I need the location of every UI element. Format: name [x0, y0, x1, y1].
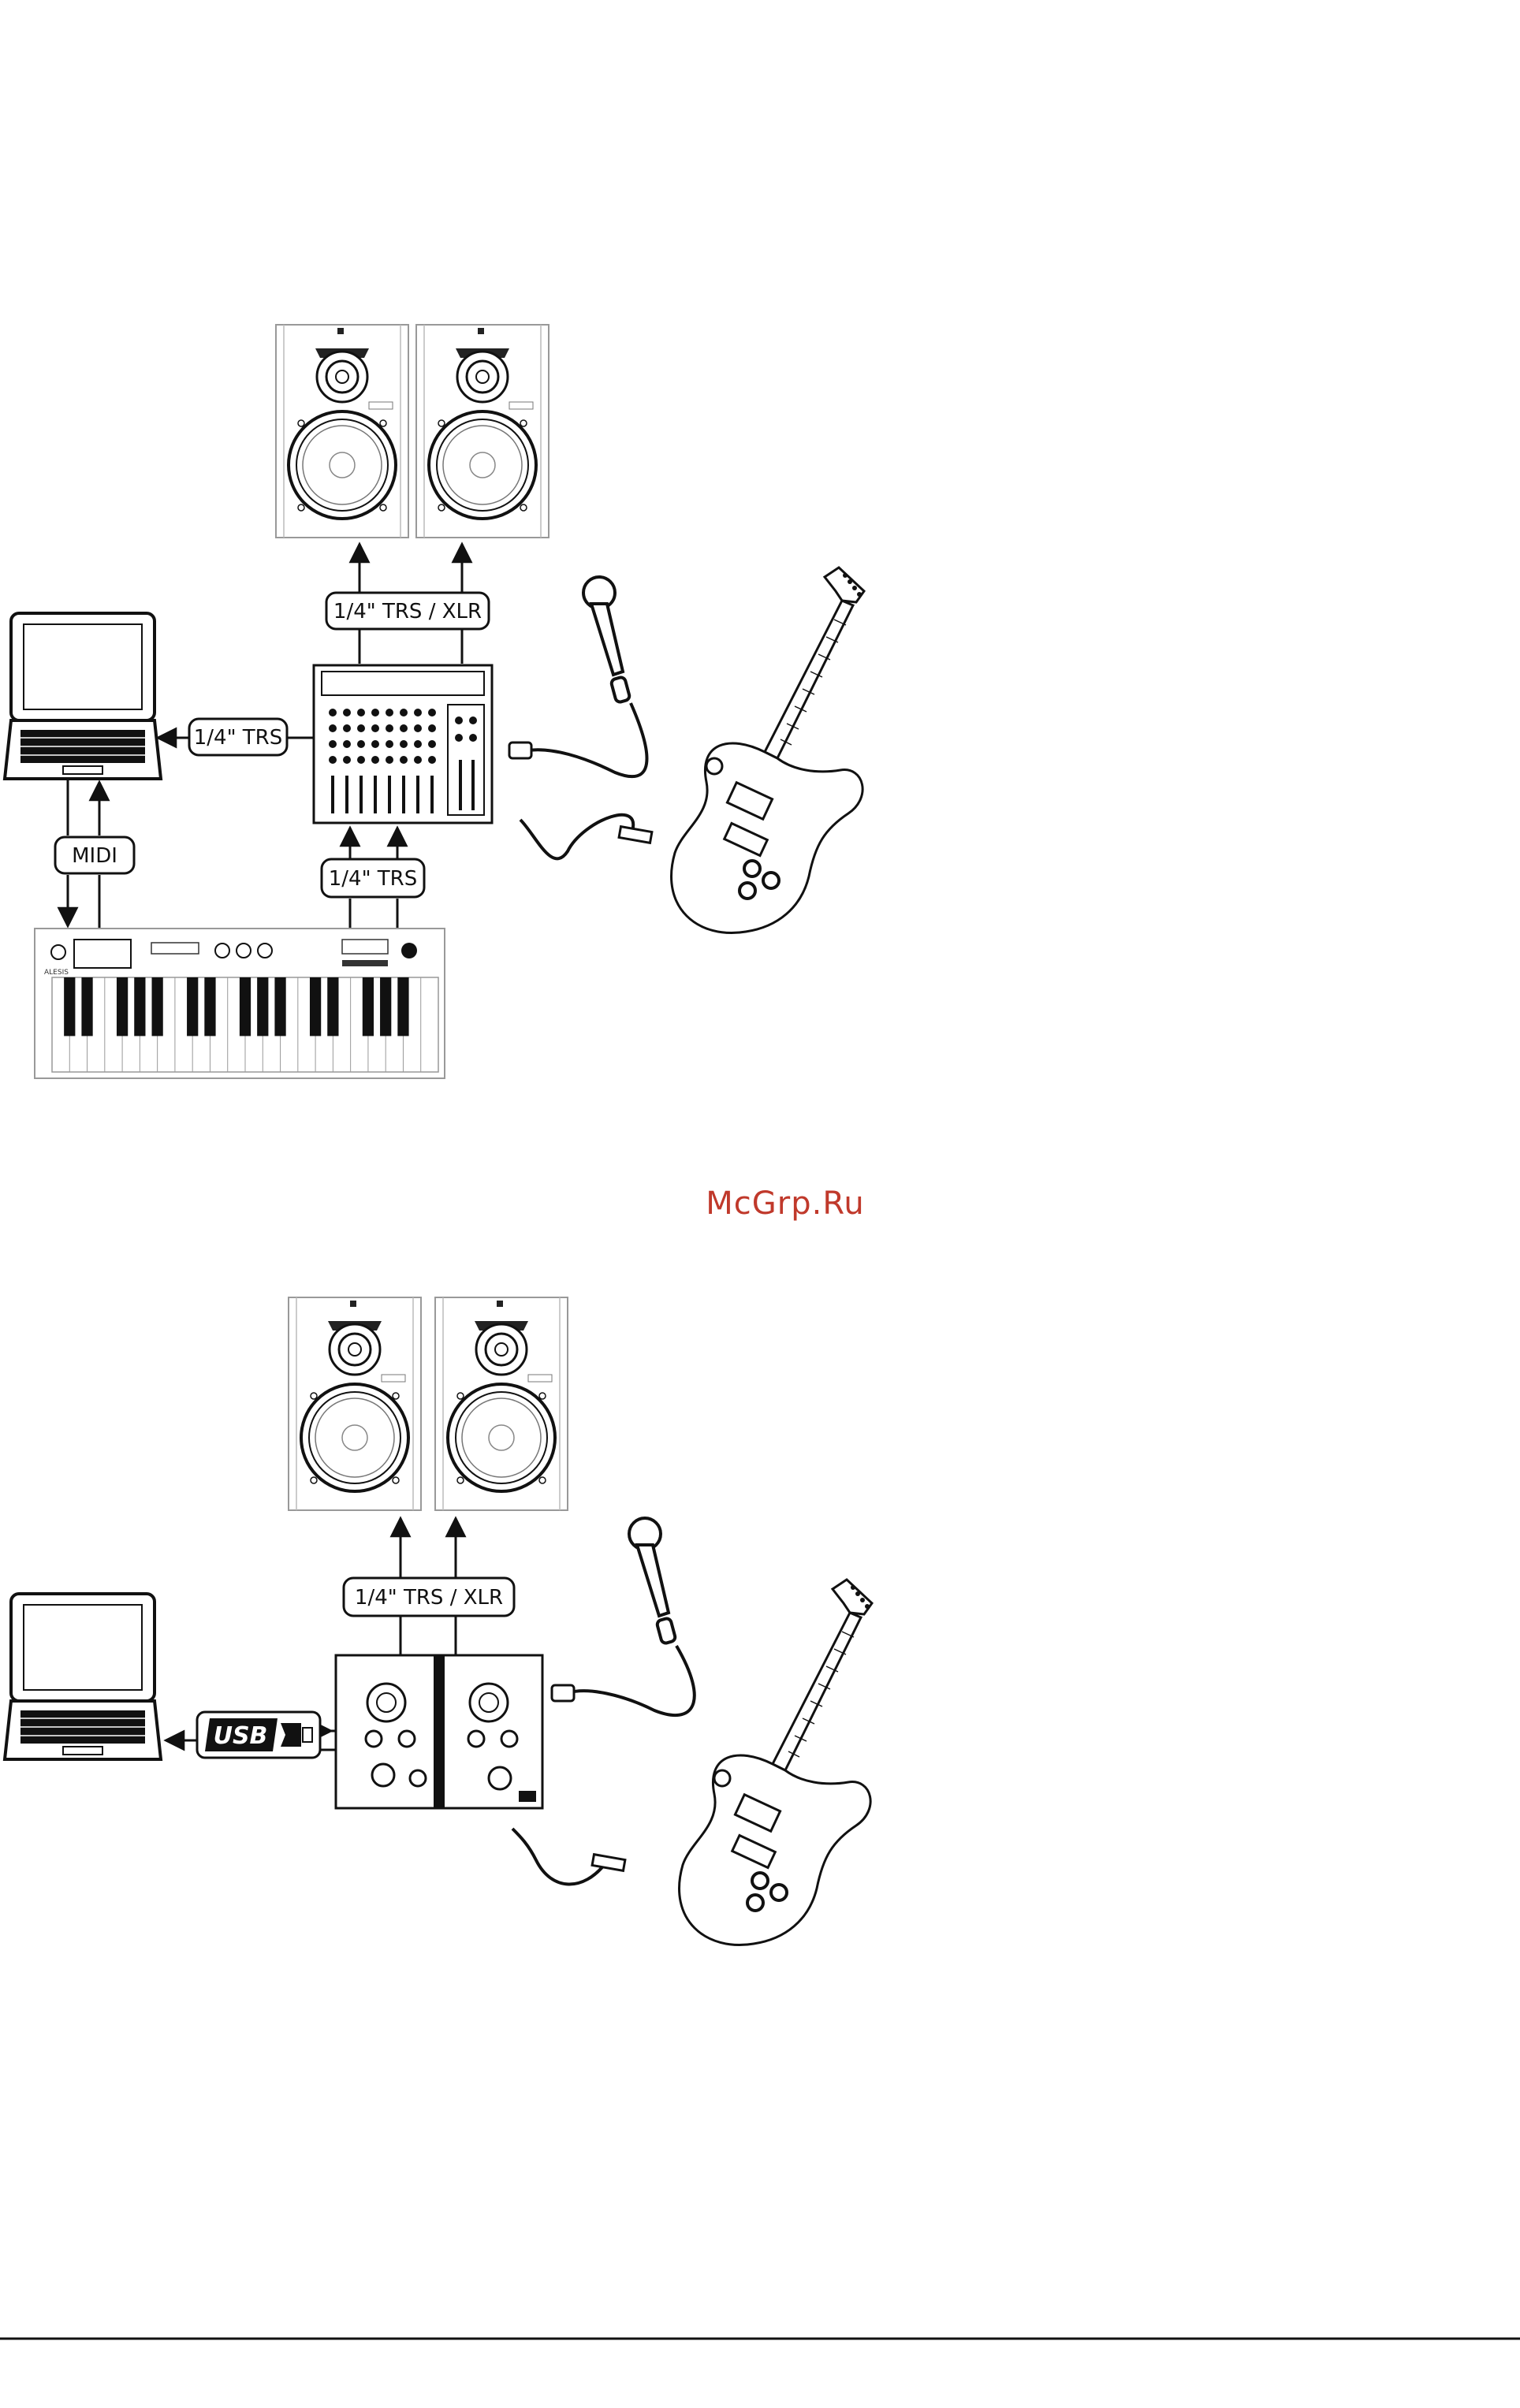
studio-monitor-right: [416, 325, 549, 538]
black-key: [187, 977, 198, 1036]
diagram-2: 1/4" TRS / XLR USB: [5, 1297, 872, 1945]
guitar-cable: [520, 815, 633, 859]
diagram-1: 1/4" TRS / XLR 1/4" TRS MIDI 1/4" TRS: [5, 325, 864, 1078]
watermark: McGrp.Ru: [706, 1185, 864, 1222]
laptop-computer-2: [5, 1594, 161, 1759]
keyboard-cable-label: 1/4" TRS: [329, 867, 418, 891]
studio-monitor-left-2: [289, 1297, 421, 1510]
laptop-computer: [5, 613, 161, 779]
midi-label: MIDI: [72, 844, 117, 868]
black-key: [327, 977, 338, 1036]
computer-cable-label: 1/4" TRS: [194, 726, 283, 750]
mixer: [314, 665, 492, 823]
black-key: [240, 977, 251, 1036]
monitor-cable-label: 1/4" TRS / XLR: [333, 600, 482, 623]
usb-label: USB: [214, 1722, 268, 1750]
black-key: [117, 977, 128, 1036]
black-key: [64, 977, 75, 1036]
black-key: [257, 977, 268, 1036]
black-key: [152, 977, 163, 1036]
black-key: [380, 977, 391, 1036]
guitar-cable-2: [512, 1829, 605, 1885]
studio-monitor-right-2: [435, 1297, 568, 1510]
black-key: [134, 977, 145, 1036]
black-key: [204, 977, 215, 1036]
electric-guitar-2: [680, 1580, 872, 1945]
black-key: [310, 977, 321, 1036]
electric-guitar: [672, 568, 864, 933]
black-key: [397, 977, 408, 1036]
microphone-cable: [528, 703, 646, 776]
monitor-cable-label-2: 1/4" TRS / XLR: [355, 1586, 503, 1610]
audio-interface: [336, 1655, 542, 1808]
microphone-2: [629, 1518, 676, 1644]
black-key: [363, 977, 374, 1036]
black-key: [274, 977, 285, 1036]
microphone: [583, 577, 631, 703]
microphone-cable-2: [568, 1646, 695, 1715]
studio-monitor-left: [276, 325, 408, 538]
black-key: [81, 977, 92, 1036]
